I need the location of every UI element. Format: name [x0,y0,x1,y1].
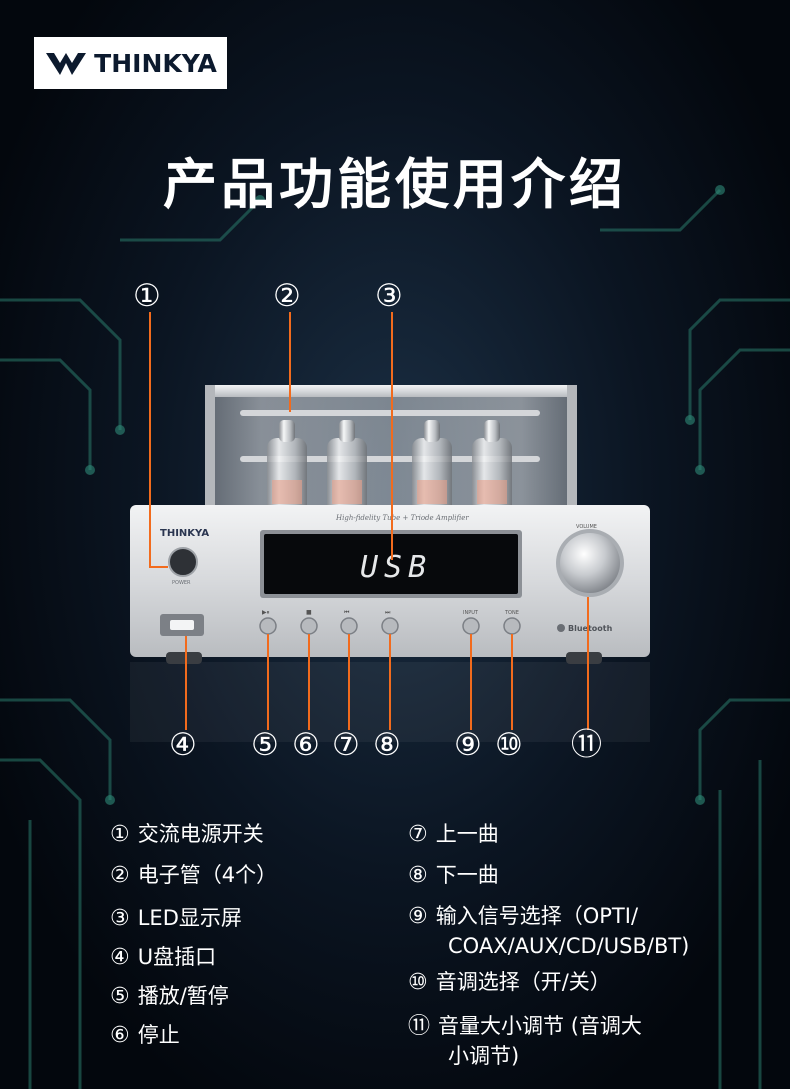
legend-num: ⑧ [408,863,428,888]
legend-text: 下一曲 [435,863,499,887]
legend-num: ⑩ [408,970,428,995]
legend-text: 停止 [137,1023,180,1047]
play-pause-button[interactable] [259,617,277,635]
legend-item-2: ② 电子管（4个） [110,861,277,891]
legend-num: ⑨ [408,904,428,929]
bluetooth-icon [557,624,565,632]
usb-port[interactable] [170,620,194,630]
stop-button[interactable] [300,617,318,635]
legend-text-cont: COAX/AUX/CD/USB/BT) [448,933,690,958]
brand-name: THINKYA [94,48,217,78]
previous-button[interactable] [340,617,358,635]
legend-item-1: ① 交流电源开关 [110,820,264,850]
callout-7: ⑦ [332,727,360,763]
legend-item-5: ⑤ 播放/暂停 [110,982,229,1012]
led-display-text: USB [360,550,432,585]
legend-num: ④ [110,945,130,970]
page-title: 产品功能使用介绍 [163,153,627,216]
legend-item-6: ⑥ 停止 [110,1021,180,1051]
logo-mark-icon [46,53,87,75]
legend-item-9: ⑨ 输入信号选择（OPTI/ COAX/AUX/CD/USB/BT) [408,902,689,960]
svg-text:⏮: ⏮ [344,609,350,616]
legend-item-4: ④ U盘插口 [110,943,216,973]
callout-1: ① [133,278,161,314]
svg-text:▶⏸: ▶⏸ [262,609,270,616]
legend-text: 输入信号选择（OPTI/ [435,904,639,928]
vacuum-tubes [267,420,512,518]
callout-4: ④ [169,727,197,763]
callout-8: ⑧ [373,727,401,763]
callout-5: ⑤ [251,727,279,763]
legend-text: 播放/暂停 [137,984,229,1008]
legend-text: 音调选择（开/关） [435,970,611,994]
legend-num: ⑥ [110,1023,130,1048]
legend-text: 交流电源开关 [137,822,264,846]
legend-text: 音量大小调节 (音调大 [438,1014,642,1038]
front-panel: THINKYA High-fidelity Tube + Triode Ampl… [130,505,650,664]
legend-text: LED显示屏 [137,906,242,930]
bluetooth-label: Bluetooth [568,624,613,633]
legend-text: U盘插口 [137,945,217,969]
brand-logo: THINKYA [34,37,227,89]
legend-num: ⑪ [408,1014,431,1039]
volume-knob[interactable] [560,533,620,593]
legend-item-10: ⑩ 音调选择（开/关） [408,968,611,998]
tone-label: TONE [504,610,519,616]
callout-10: ⑩ [495,727,523,763]
callout-3: ③ [375,278,403,314]
legend-text: 电子管（4个） [137,863,278,887]
legend-item-11: ⑪ 音量大小调节 (音调大 小调节) [408,1012,642,1070]
legend-item-8: ⑧ 下一曲 [408,861,499,891]
input-label: INPUT [463,610,479,616]
legend-num: ⑦ [408,822,428,847]
svg-text:■: ■ [306,609,312,616]
legend-num: ① [110,822,130,847]
callout-9: ⑨ [454,727,482,763]
panel-subtitle: High-fidelity Tube + Triode Amplifier [335,514,469,522]
legend-num: ③ [110,906,130,931]
power-button[interactable] [168,547,198,577]
callout-11: ⑪ [571,727,602,763]
legend-text: 上一曲 [435,822,499,846]
callout-2: ② [273,278,301,314]
next-button[interactable] [381,617,399,635]
panel-brand: THINKYA [160,528,209,539]
callout-lines [149,312,589,730]
svg-text:⏭: ⏭ [385,609,391,616]
callout-6: ⑥ [292,727,320,763]
tone-button[interactable] [503,617,521,635]
legend-item-7: ⑦ 上一曲 [408,820,499,850]
power-label: POWER [172,580,191,586]
legend-item-3: ③ LED显示屏 [110,904,242,934]
legend-text-cont: 小调节) [448,1043,520,1068]
legend-num: ⑤ [110,984,130,1009]
legend-num: ② [110,863,130,888]
input-button[interactable] [462,617,480,635]
volume-label: VOLUME [576,524,597,530]
